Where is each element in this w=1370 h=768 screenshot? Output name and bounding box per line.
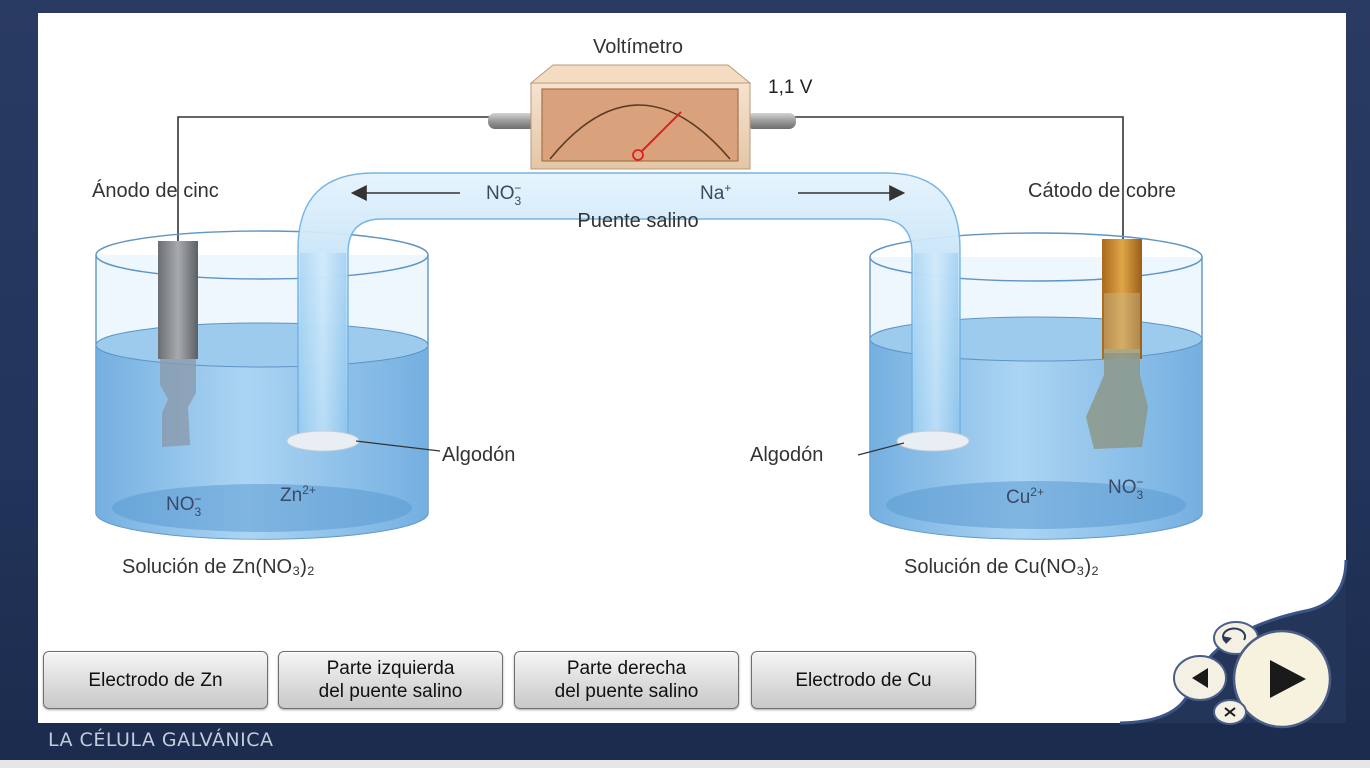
back-arrow-icon[interactable]: [1173, 655, 1227, 701]
left-salt-bridge-button[interactable]: Parte izquierda del puente salino: [278, 651, 503, 709]
footer-title: LA CÉLULA GALVÁNICA: [48, 729, 274, 751]
zinc-electrode: [158, 241, 198, 447]
left-beaker: [95, 230, 429, 540]
right-solution-label: Solución de Cu(NO₃)₂: [904, 556, 1099, 578]
right-salt-bridge-button[interactable]: Parte derecha del puente salino: [514, 651, 739, 709]
play-icon[interactable]: [1232, 629, 1332, 729]
left-cation-label: Zn2+: [280, 483, 316, 506]
voltmeter: [488, 64, 796, 170]
voltmeter-label: Voltímetro: [593, 36, 683, 58]
cotton-label-right: Algodón: [750, 444, 823, 466]
salt-bridge-label: Puente salino: [577, 210, 698, 232]
cotton-plug-left: [286, 430, 360, 452]
right-cation-label: Cu2+: [1006, 485, 1044, 508]
bottom-strip: [0, 760, 1370, 768]
bridge-anion-label: NO3−: [486, 181, 522, 208]
cathode-label: Cátodo de cobre: [1028, 180, 1176, 202]
bridge-cation-label: Na+: [700, 181, 731, 204]
copper-electrode: [1086, 239, 1148, 449]
wire-left: [177, 116, 490, 241]
content-panel: Voltímetro 1,1 V Ánodo de cinc Cátodo de…: [38, 13, 1346, 723]
voltage-reading: 1,1 V: [768, 77, 813, 98]
wire-right: [794, 116, 1124, 241]
left-solution-label: Solución de Zn(NO₃)₂: [122, 556, 315, 578]
right-anion-label: NO3−: [1108, 475, 1144, 502]
galvanic-cell-diagram: Voltímetro 1,1 V Ánodo de cinc Cátodo de…: [92, 36, 1203, 578]
close-icon[interactable]: [1213, 699, 1247, 725]
cotton-label-left: Algodón: [442, 444, 515, 466]
left-anion-label: NO3−: [166, 492, 202, 519]
meter-needle: [637, 111, 682, 156]
meter-face: [541, 88, 739, 162]
anode-label: Ánodo de cinc: [92, 179, 219, 202]
cotton-plug-right: [896, 430, 970, 452]
zinc-electrode-button[interactable]: Electrodo de Zn: [43, 651, 268, 709]
copper-electrode-button[interactable]: Electrodo de Cu: [751, 651, 976, 709]
